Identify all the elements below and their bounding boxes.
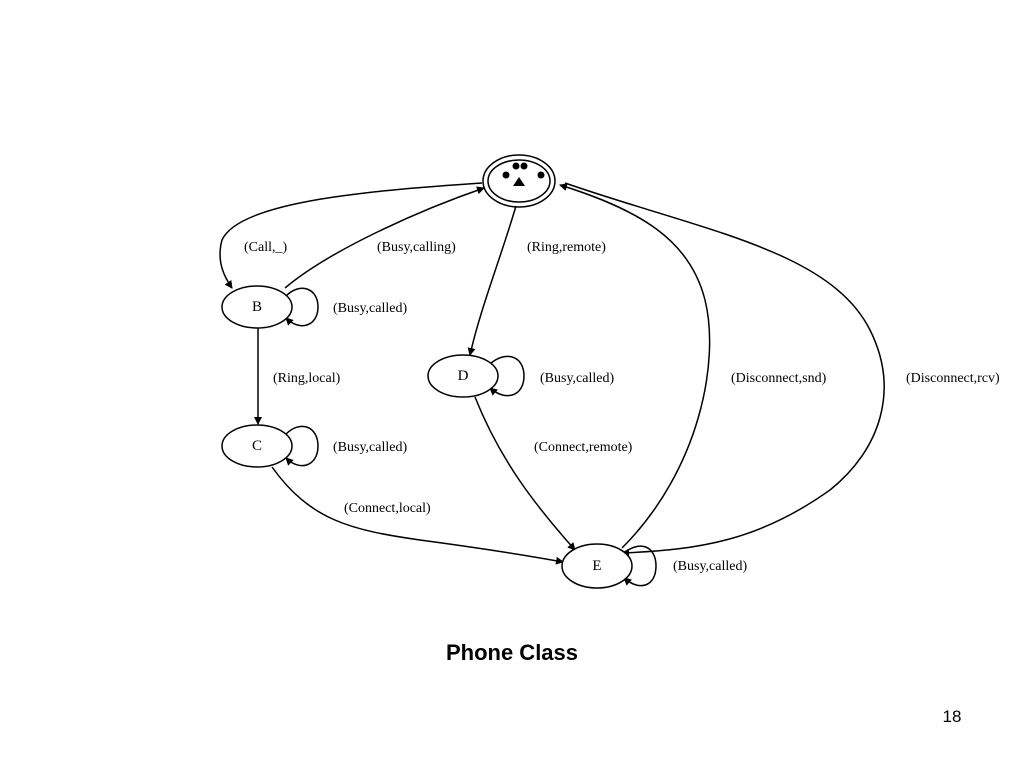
edge-label-e-busy-called: (Busy,called)	[673, 559, 747, 574]
state-b-label: B	[252, 299, 262, 315]
state-e-label: E	[592, 558, 601, 574]
loop-c	[285, 425, 319, 467]
edge-label-disconnect-rcv: (Disconnect,rcv)	[906, 371, 1000, 386]
edge-call	[219, 182, 483, 289]
edge-label-connect-remote: (Connect,remote)	[534, 440, 633, 455]
edge-busy-calling	[284, 186, 485, 289]
state-d: D	[427, 354, 499, 398]
state-c-label: C	[252, 438, 262, 454]
edge-connect-local	[271, 466, 564, 565]
edge-label-busy-calling: (Busy,calling)	[377, 240, 456, 255]
edge-disconnect-rcv	[564, 182, 885, 557]
state-b: B	[221, 285, 293, 329]
edge-ring-remote	[467, 205, 517, 356]
edge-disconnect-snd	[559, 183, 711, 549]
state-d-label: D	[458, 368, 469, 384]
slide-caption: Phone Class	[445, 640, 579, 665]
edge-label-ring-local: (Ring,local)	[273, 371, 341, 386]
edge-label-connect-local: (Connect,local)	[344, 501, 431, 516]
edge-label-b-busy-called: (Busy,called)	[333, 301, 407, 316]
page-number: 18	[942, 707, 962, 726]
loop-b	[285, 287, 319, 327]
state-e: E	[561, 543, 633, 589]
loop-e	[623, 545, 657, 587]
edge-label-d-busy-called: (Busy,called)	[540, 371, 614, 386]
initial-state	[482, 154, 556, 208]
edge-label-call: (Call,_)	[244, 240, 287, 255]
state-c: C	[221, 424, 293, 468]
edge-label-disconnect-snd: (Disconnect,snd)	[731, 371, 827, 386]
edge-connect-remote	[474, 396, 576, 551]
edge-label-c-busy-called: (Busy,called)	[333, 440, 407, 455]
edge-label-ring-remote: (Ring,remote)	[527, 240, 606, 255]
loop-d	[489, 355, 525, 397]
